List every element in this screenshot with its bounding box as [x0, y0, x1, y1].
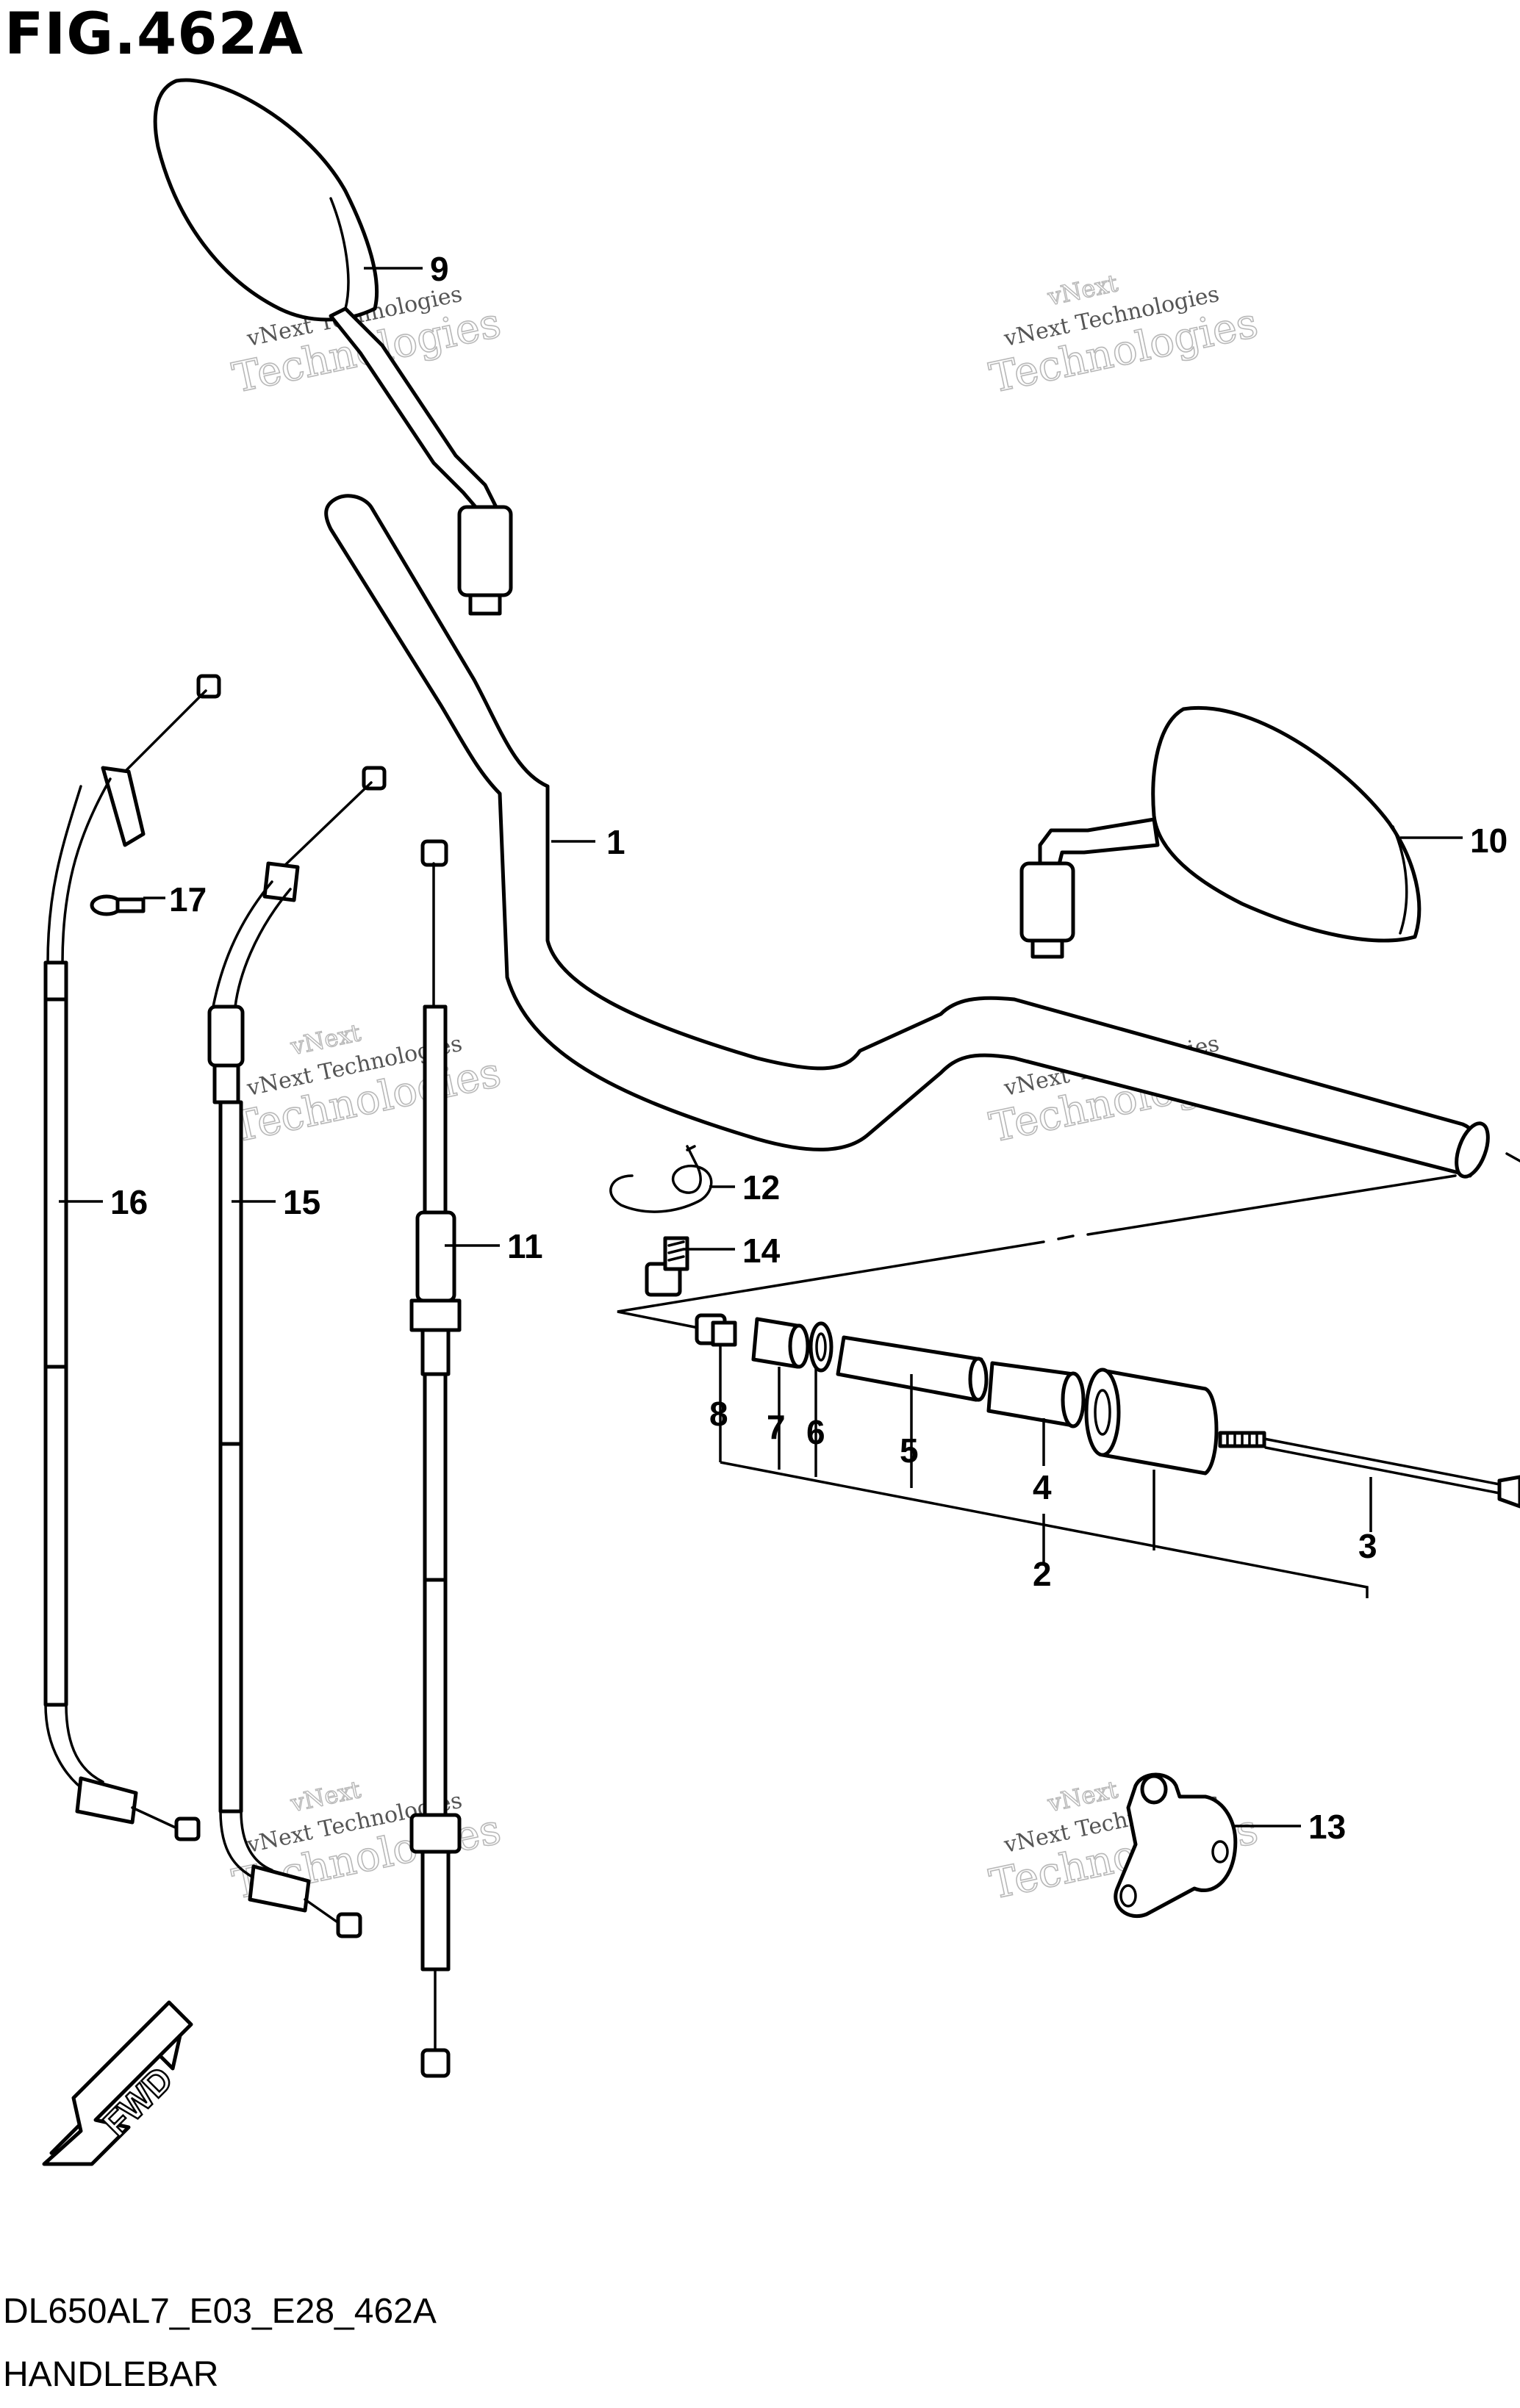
callout-2: 2	[1033, 1555, 1052, 1593]
callout-10: 10	[1470, 822, 1508, 860]
forward-arrow: FWD	[42, 2000, 193, 2166]
bolt	[645, 1236, 689, 1297]
assembly-brackets	[719, 1345, 1372, 1598]
callout-16: 16	[110, 1183, 148, 1221]
cable-bracket	[1114, 1772, 1238, 1919]
figure-code: DL650AL7_E03_E28_462A	[3, 2292, 437, 2331]
callout-9: 9	[430, 250, 449, 288]
wire-clip	[609, 1145, 713, 1213]
callout-14: 14	[742, 1232, 781, 1270]
bar-end-assembly	[695, 1313, 1520, 1509]
callout-3: 3	[1358, 1527, 1377, 1565]
callout-6: 6	[806, 1413, 825, 1451]
throttle-cable-16	[43, 674, 221, 1841]
callout-11: 11	[507, 1227, 543, 1265]
callout-7: 7	[767, 1408, 786, 1446]
throttle-cable-15	[207, 766, 387, 1938]
explode-lines	[617, 1152, 1520, 1335]
clutch-cable-11	[409, 839, 462, 2078]
right-mirror	[1019, 705, 1422, 959]
callout-13: 13	[1308, 1808, 1346, 1846]
callout-17: 17	[169, 880, 207, 919]
callout-1: 1	[606, 823, 625, 861]
callout-4: 4	[1033, 1468, 1052, 1506]
callouts: 9 1 10 12 14 11 17 16 15 8 7 6 5 4 2 3 1…	[110, 250, 1508, 1846]
callout-15: 15	[283, 1183, 320, 1221]
figure-title: FIG.462A	[4, 1, 304, 68]
callout-8: 8	[709, 1395, 728, 1433]
leader-lines	[59, 267, 1463, 1827]
callout-12: 12	[742, 1168, 780, 1207]
screw-17	[90, 894, 146, 916]
handlebar	[324, 494, 1490, 1179]
figure-name: HANDLEBAR	[3, 2355, 219, 2394]
left-mirror	[153, 78, 513, 616]
callout-5: 5	[900, 1431, 919, 1470]
